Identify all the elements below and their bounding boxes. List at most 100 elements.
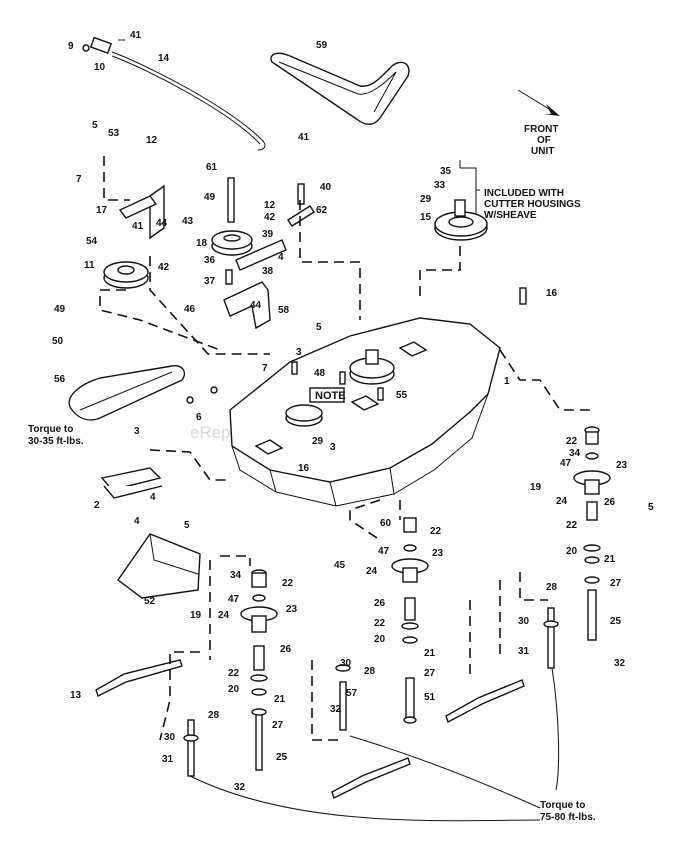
callout-31: 31: [162, 754, 174, 765]
callout-17: 17: [96, 205, 108, 216]
bracket-58: [223, 239, 287, 330]
arm-62: [287, 183, 315, 227]
callout-14: 14: [158, 53, 170, 64]
torque-note-1-line1: Torque to: [28, 424, 73, 435]
callout-44: 44: [250, 300, 262, 311]
callout-47: 47: [560, 458, 572, 469]
pulley-18: [211, 177, 253, 256]
callout-1: 1: [504, 376, 510, 387]
callout-46: 46: [184, 304, 196, 315]
front-of-unit-line2: OF: [537, 135, 551, 146]
callout-21: 21: [424, 648, 436, 659]
callout-43: 43: [182, 216, 194, 227]
callout-18: 18: [196, 238, 208, 249]
callout-23: 23: [432, 548, 444, 559]
callout-19: 19: [530, 482, 542, 493]
pulley-15: [434, 199, 488, 241]
callout-28: 28: [364, 666, 376, 677]
included-note-line3: W/SHEAVE: [484, 210, 537, 221]
callout-32: 32: [330, 704, 342, 715]
callout-53: 53: [108, 128, 120, 139]
callout-61: 61: [206, 162, 218, 173]
callout-38: 38: [262, 266, 274, 277]
front-arrow: [517, 89, 560, 116]
callout-41: 41: [298, 132, 310, 143]
torque-note-2-line1: Torque to: [540, 800, 585, 811]
callout-23: 23: [286, 604, 298, 615]
callout-29: 29: [312, 436, 324, 447]
callout-4: 4: [150, 492, 156, 503]
blade-13: [95, 659, 183, 697]
callout-24: 24: [218, 610, 230, 621]
callout-5: 5: [184, 520, 190, 531]
callout-5: 5: [316, 322, 322, 333]
bracket-43: [118, 184, 165, 240]
callout-26: 26: [280, 644, 292, 655]
callout-52: 52: [144, 596, 156, 607]
spindle-right: [573, 426, 611, 641]
callout-11: 11: [84, 260, 95, 271]
callout-47: 47: [378, 546, 390, 557]
note-label: NOTE: [315, 390, 346, 402]
callout-27: 27: [424, 668, 436, 679]
callout-21: 21: [274, 694, 286, 705]
callout-57: 57: [346, 688, 358, 699]
callout-26: 26: [604, 497, 616, 508]
callout-16: 16: [298, 463, 310, 474]
callout-6: 6: [196, 412, 202, 423]
callout-42: 42: [264, 212, 276, 223]
mower-deck: [229, 317, 501, 507]
callout-12: 12: [264, 200, 276, 211]
callout-60: 60: [380, 518, 392, 529]
callout-7: 7: [262, 363, 268, 374]
callout-58: 58: [278, 305, 290, 316]
callout-9: 9: [68, 41, 74, 52]
callout-4: 4: [278, 252, 284, 263]
spindle-center: [391, 517, 429, 724]
callout-24: 24: [556, 496, 568, 507]
callout-32: 32: [614, 658, 626, 669]
callout-34: 34: [569, 448, 581, 459]
callout-29: 29: [420, 194, 432, 205]
callout-19: 19: [190, 610, 202, 621]
callout-62: 62: [316, 205, 328, 216]
front-of-unit-line1: FRONT: [524, 124, 558, 135]
pulley-11: [103, 261, 149, 289]
callout-44: 44: [156, 218, 168, 229]
callout-35: 35: [440, 166, 452, 177]
callout-15: 15: [420, 212, 432, 223]
callout-25: 25: [276, 752, 288, 763]
callout-22: 22: [566, 436, 578, 447]
callout-10: 10: [94, 62, 106, 73]
callout-7: 7: [76, 174, 82, 185]
callout-28: 28: [208, 710, 220, 721]
callout-50: 50: [52, 336, 64, 347]
torque-leaders: [189, 667, 560, 822]
callout-30: 30: [340, 658, 352, 669]
torque-note-2-line2: 75-80 ft-lbs.: [540, 812, 596, 823]
callout-47: 47: [228, 594, 240, 605]
callout-23: 23: [616, 460, 628, 471]
callout-20: 20: [566, 546, 578, 557]
note-box: NOTE: [309, 387, 346, 403]
callout-27: 27: [610, 578, 622, 589]
callout-49: 49: [54, 304, 66, 315]
belt-56: [68, 365, 186, 421]
callout-20: 20: [374, 634, 386, 645]
callout-20: 20: [228, 684, 240, 695]
blade-center: [331, 757, 411, 799]
callout-48: 48: [314, 368, 326, 379]
callout-32: 32: [234, 782, 246, 793]
callout-30: 30: [164, 732, 176, 743]
callout-22: 22: [228, 668, 240, 679]
callout-28: 28: [546, 582, 558, 593]
callout-42: 42: [158, 262, 170, 273]
callout-5: 5: [648, 502, 654, 513]
front-of-unit-line3: UNIT: [531, 146, 554, 157]
callout-27: 27: [272, 720, 284, 731]
callout-22: 22: [282, 578, 294, 589]
hardware: [183, 269, 559, 777]
callout-3: 3: [134, 426, 140, 437]
